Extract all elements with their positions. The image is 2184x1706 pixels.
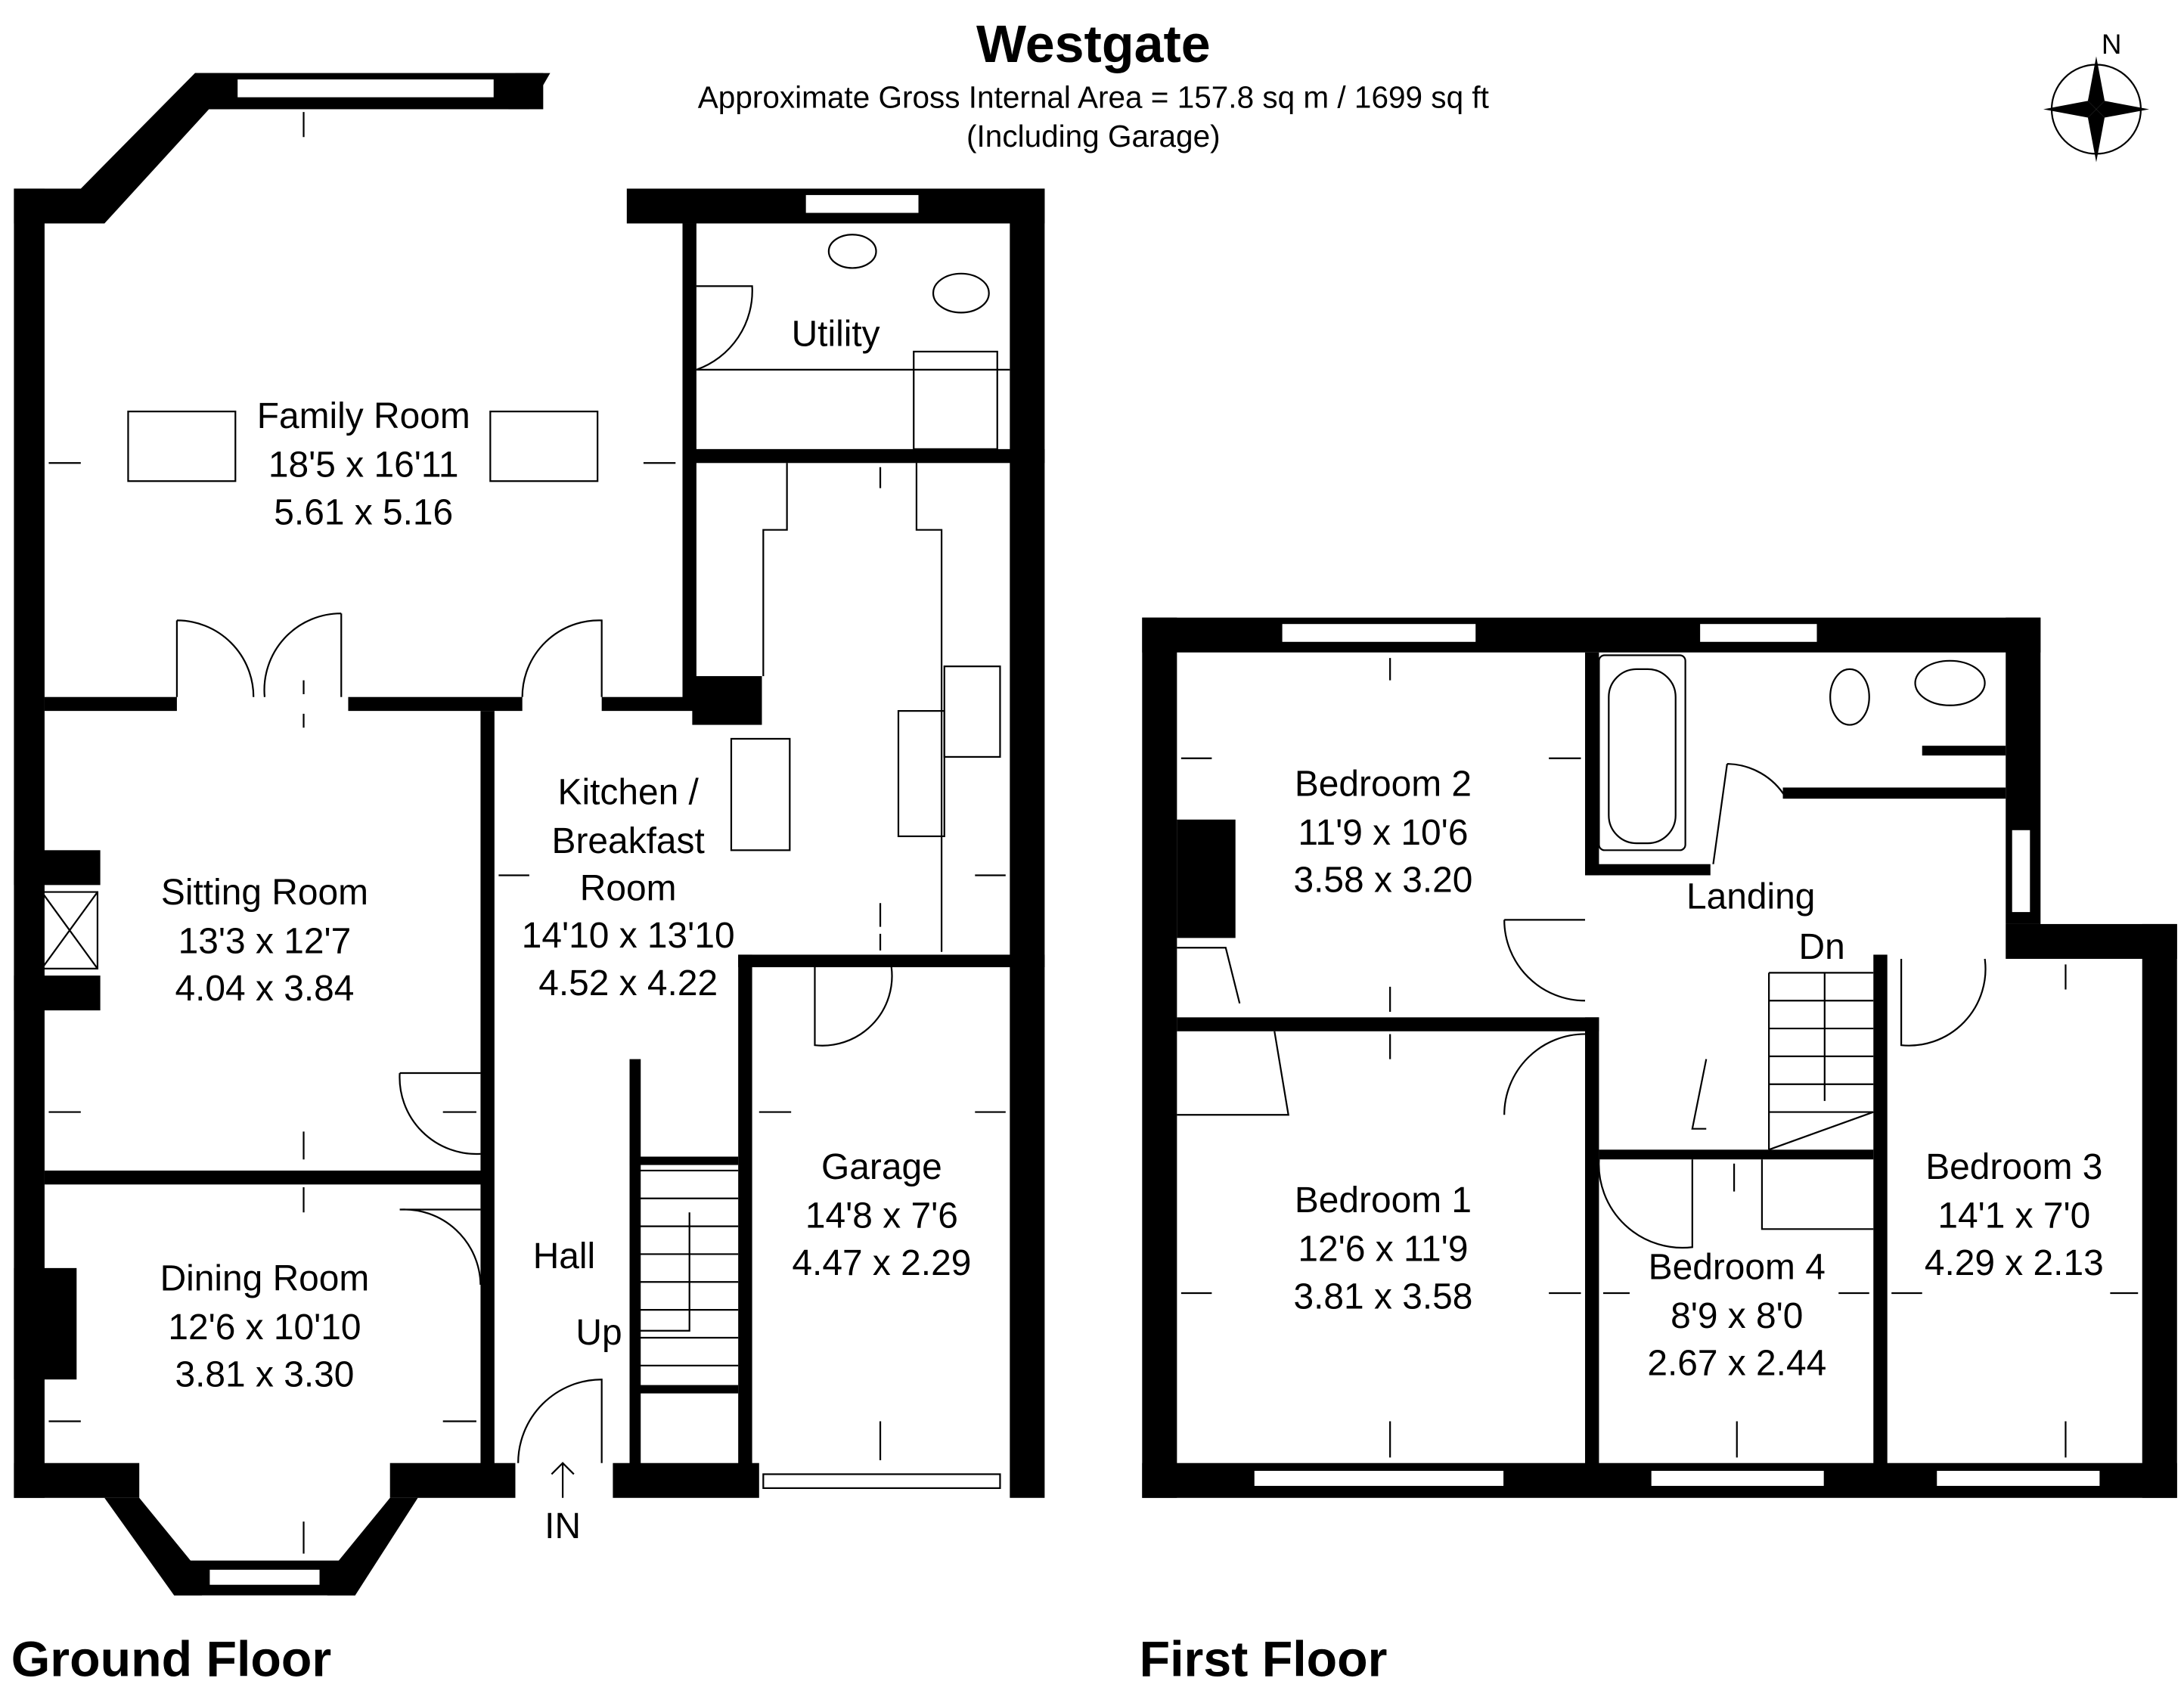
room-imperial: 14'8 x 7'6 bbox=[805, 1196, 958, 1236]
room-name: Bedroom 1 bbox=[1295, 1180, 1472, 1221]
room-metric: 3.58 x 3.20 bbox=[1293, 861, 1472, 901]
room-landing: Landing bbox=[1686, 877, 1815, 917]
compass-north-label: N bbox=[2102, 29, 2122, 60]
room-metric: 4.29 x 2.13 bbox=[1925, 1243, 2104, 1283]
room-metric: 4.04 x 3.84 bbox=[175, 969, 354, 1009]
room-sitting: Sitting Room 13'3 x 12'7 4.04 x 3.84 bbox=[161, 873, 368, 1009]
room-name: Family Room bbox=[257, 396, 470, 436]
area-note: (Including Garage) bbox=[966, 119, 1221, 154]
room-bedroom-1: Bedroom 1 12'6 x 11'9 3.81 x 3.58 bbox=[1293, 1180, 1472, 1317]
room-kitchen: Kitchen / Breakfast Room 14'10 x 13'10 4… bbox=[522, 773, 735, 1003]
room-imperial: 18'5 x 16'11 bbox=[268, 445, 459, 485]
room-name: Bedroom 3 bbox=[1925, 1147, 2102, 1187]
first-floor-walls bbox=[1142, 617, 2177, 1498]
first-floor-label: First Floor bbox=[1140, 1632, 1388, 1688]
room-name: Breakfast bbox=[552, 821, 705, 861]
room-imperial: 12'6 x 11'9 bbox=[1298, 1230, 1468, 1270]
room-metric: 3.81 x 3.30 bbox=[175, 1354, 354, 1394]
room-name: Room bbox=[580, 869, 677, 909]
entrance-label: IN bbox=[544, 1506, 581, 1546]
first-floor-fixtures bbox=[1177, 622, 2102, 1488]
room-dining: Dining Room 12'6 x 10'10 3.81 x 3.30 bbox=[160, 1258, 370, 1394]
stairs-down-label: Dn bbox=[1799, 927, 1845, 967]
room-imperial: 14'1 x 7'0 bbox=[1937, 1196, 2090, 1236]
plan-title: Westgate bbox=[976, 14, 1211, 73]
dimension-arrows bbox=[48, 112, 2139, 1554]
room-hall: Hall bbox=[533, 1236, 595, 1276]
room-metric: 5.61 x 5.16 bbox=[274, 492, 453, 532]
room-bedroom-3: Bedroom 3 14'1 x 7'0 4.29 x 2.13 bbox=[1925, 1147, 2104, 1283]
room-imperial: 11'9 x 10'6 bbox=[1298, 813, 1468, 853]
room-name: Kitchen / bbox=[558, 773, 700, 813]
room-metric: 2.67 x 2.44 bbox=[1647, 1344, 1826, 1384]
room-metric: 3.81 x 3.58 bbox=[1293, 1276, 1472, 1317]
room-metric: 4.47 x 2.29 bbox=[792, 1243, 971, 1283]
ground-floor-fixtures bbox=[41, 77, 1010, 1587]
gross-area: Approximate Gross Internal Area = 157.8 … bbox=[698, 80, 1489, 115]
room-family: Family Room 18'5 x 16'11 5.61 x 5.16 bbox=[257, 396, 470, 532]
room-imperial: 8'9 x 8'0 bbox=[1671, 1296, 1803, 1336]
room-name: Bedroom 4 bbox=[1649, 1248, 1826, 1288]
room-utility: Utility bbox=[792, 315, 880, 355]
room-name: Dining Room bbox=[160, 1258, 370, 1298]
room-imperial: 14'10 x 13'10 bbox=[522, 916, 735, 956]
room-name: Garage bbox=[821, 1147, 942, 1187]
room-imperial: 13'3 x 12'7 bbox=[178, 922, 352, 962]
room-name: Sitting Room bbox=[161, 873, 368, 913]
room-imperial: 12'6 x 10'10 bbox=[168, 1307, 361, 1348]
ground-floor-walls bbox=[14, 73, 1045, 1596]
ground-floor-label: Ground Floor bbox=[11, 1632, 331, 1688]
room-garage: Garage 14'8 x 7'6 4.47 x 2.29 bbox=[792, 1147, 971, 1283]
entrance-arrow-icon bbox=[551, 1462, 575, 1498]
room-bedroom-2: Bedroom 2 11'9 x 10'6 3.58 x 3.20 bbox=[1293, 764, 1472, 900]
room-bedroom-4: Bedroom 4 8'9 x 8'0 2.67 x 2.44 bbox=[1647, 1248, 1826, 1384]
room-metric: 4.52 x 4.22 bbox=[538, 963, 718, 1003]
stairs-up-label: Up bbox=[575, 1313, 622, 1353]
room-name: Bedroom 2 bbox=[1295, 764, 1472, 804]
compass-rose-icon bbox=[2043, 56, 2149, 163]
